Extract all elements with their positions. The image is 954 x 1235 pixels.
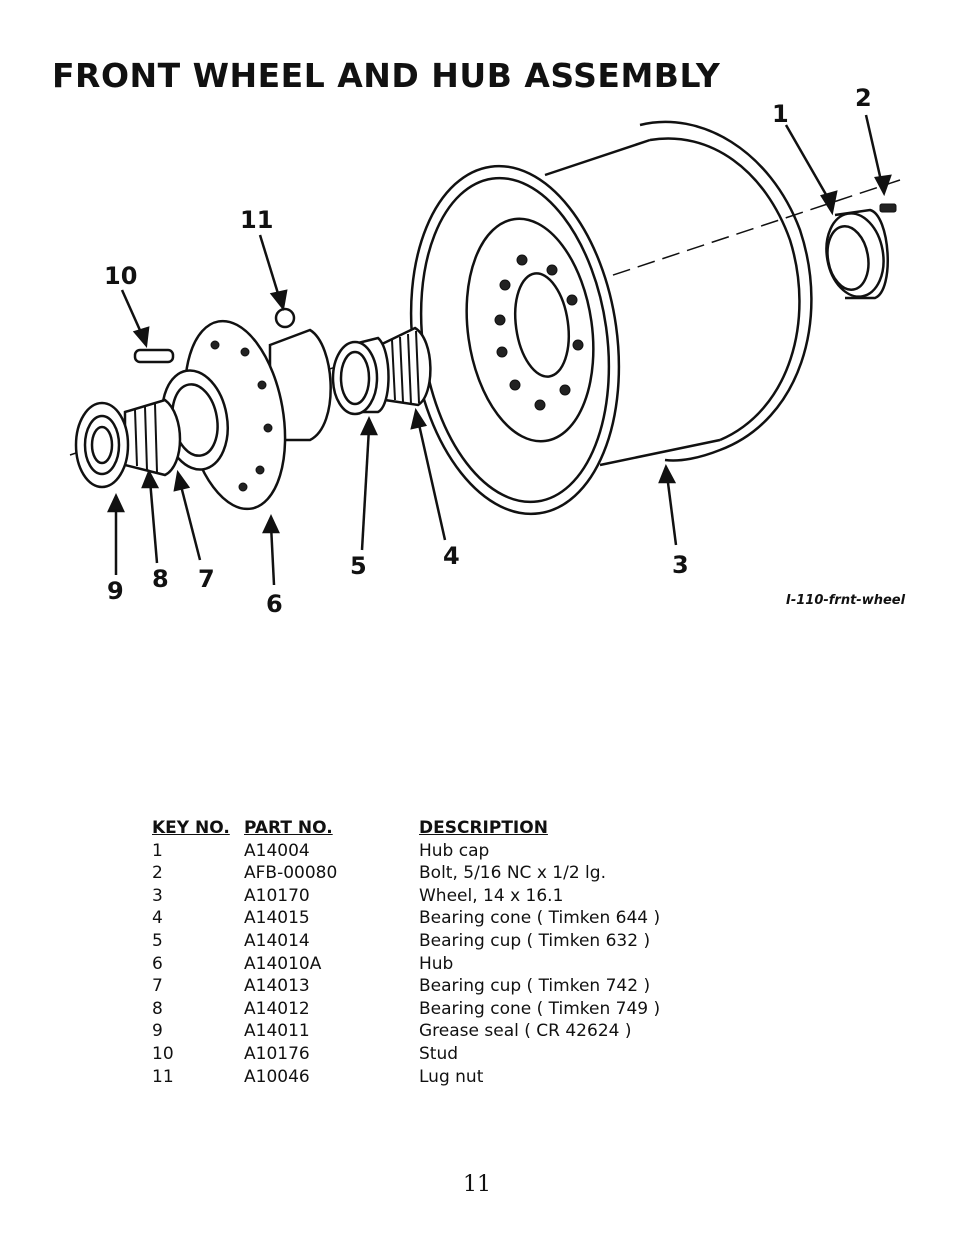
part-no: A10170 bbox=[244, 885, 310, 906]
table-row: 6 A14010A Hub bbox=[152, 953, 719, 976]
parts-table: KEY NO. PART NO. DESCRIPTION 1 A14004 Hu… bbox=[152, 817, 719, 1088]
callout-7: 7 bbox=[198, 565, 215, 593]
part-no: A14013 bbox=[244, 976, 310, 997]
description: Lug nut bbox=[419, 1066, 484, 1087]
table-row: 10 A10176 Stud bbox=[152, 1043, 719, 1066]
part-no: A10046 bbox=[244, 1066, 310, 1087]
part-no: A14011 bbox=[244, 1021, 310, 1042]
callout-3: 3 bbox=[672, 551, 689, 579]
description: Grease seal ( CR 42624 ) bbox=[419, 1021, 632, 1042]
callout-6: 6 bbox=[266, 590, 283, 618]
key-no: 1 bbox=[152, 840, 163, 861]
description: Wheel, 14 x 16.1 bbox=[419, 885, 564, 906]
callout-4: 4 bbox=[443, 542, 460, 570]
header-key-no: KEY NO. bbox=[152, 818, 230, 838]
wheel-drawing bbox=[409, 120, 813, 516]
table-row: 11 A10046 Lug nut bbox=[152, 1066, 719, 1089]
table-row: 3 A10170 Wheel, 14 x 16.1 bbox=[152, 885, 719, 908]
key-no: 8 bbox=[152, 998, 163, 1019]
part-no: A14004 bbox=[244, 840, 310, 861]
bearing-cup-5-drawing bbox=[331, 336, 390, 416]
description: Hub bbox=[419, 953, 454, 974]
part-no: A10176 bbox=[244, 1043, 310, 1064]
callout-5: 5 bbox=[350, 552, 367, 580]
part-no: A14015 bbox=[244, 908, 310, 929]
page-title: FRONT WHEEL AND HUB ASSEMBLY bbox=[52, 56, 721, 95]
table-row: 5 A14014 Bearing cup ( Timken 632 ) bbox=[152, 930, 719, 953]
table-row: 4 A14015 Bearing cone ( Timken 644 ) bbox=[152, 907, 719, 930]
table-row: 9 A14011 Grease seal ( CR 42624 ) bbox=[152, 1020, 719, 1043]
callout-10: 10 bbox=[104, 262, 137, 290]
key-no: 7 bbox=[152, 976, 163, 997]
callout-11: 11 bbox=[240, 206, 273, 234]
key-no: 2 bbox=[152, 863, 163, 884]
description: Bolt, 5/16 NC x 1/2 lg. bbox=[419, 863, 606, 884]
table-row: 7 A14013 Bearing cup ( Timken 742 ) bbox=[152, 975, 719, 998]
key-no: 10 bbox=[152, 1043, 174, 1064]
key-no: 6 bbox=[152, 953, 163, 974]
part-no: AFB-00080 bbox=[244, 863, 338, 884]
grease-seal-drawing bbox=[74, 401, 130, 489]
header-description: DESCRIPTION bbox=[419, 818, 548, 838]
part-no: A14014 bbox=[244, 930, 310, 951]
description: Hub cap bbox=[419, 840, 490, 861]
part-no: A14010A bbox=[244, 953, 322, 974]
key-no: 5 bbox=[152, 930, 163, 951]
callout-8: 8 bbox=[152, 565, 169, 593]
hub-cap-drawing bbox=[825, 208, 889, 300]
key-no: 3 bbox=[152, 885, 163, 906]
key-no: 9 bbox=[152, 1021, 163, 1042]
key-no: 4 bbox=[152, 908, 163, 929]
description: Bearing cone ( Timken 644 ) bbox=[419, 908, 661, 929]
part-no: A14012 bbox=[244, 998, 310, 1019]
stud-drawing bbox=[133, 348, 175, 364]
key-no: 11 bbox=[152, 1066, 174, 1087]
lug-nut-drawing bbox=[274, 307, 296, 329]
table-row: 8 A14012 Bearing cone ( Timken 749 ) bbox=[152, 998, 719, 1021]
table-row: 1 A14004 Hub cap bbox=[152, 840, 719, 863]
callout-2: 2 bbox=[855, 84, 872, 112]
bearing-cone-8-drawing bbox=[123, 398, 182, 477]
exploded-assembly-diagram: 1 2 3 4 5 6 7 8 9 10 11 bbox=[69, 84, 901, 618]
bearing-cone-4-drawing bbox=[378, 326, 432, 407]
description: Bearing cup ( Timken 742 ) bbox=[419, 976, 651, 997]
figure-reference: I-110-frnt-wheel bbox=[786, 593, 906, 608]
table-row: 2 AFB-00080 Bolt, 5/16 NC x 1/2 lg. bbox=[152, 862, 719, 885]
header-part-no: PART NO. bbox=[244, 818, 333, 838]
description: Bearing cup ( Timken 632 ) bbox=[419, 930, 651, 951]
hub-drawing bbox=[161, 319, 332, 511]
callout-9: 9 bbox=[107, 577, 124, 605]
parts-table-header: KEY NO. PART NO. DESCRIPTION bbox=[152, 817, 719, 840]
bolt-drawing bbox=[879, 203, 897, 213]
callout-1: 1 bbox=[772, 100, 789, 128]
description: Stud bbox=[419, 1043, 459, 1064]
page-number: 11 bbox=[463, 1172, 491, 1197]
description: Bearing cone ( Timken 749 ) bbox=[419, 998, 661, 1019]
